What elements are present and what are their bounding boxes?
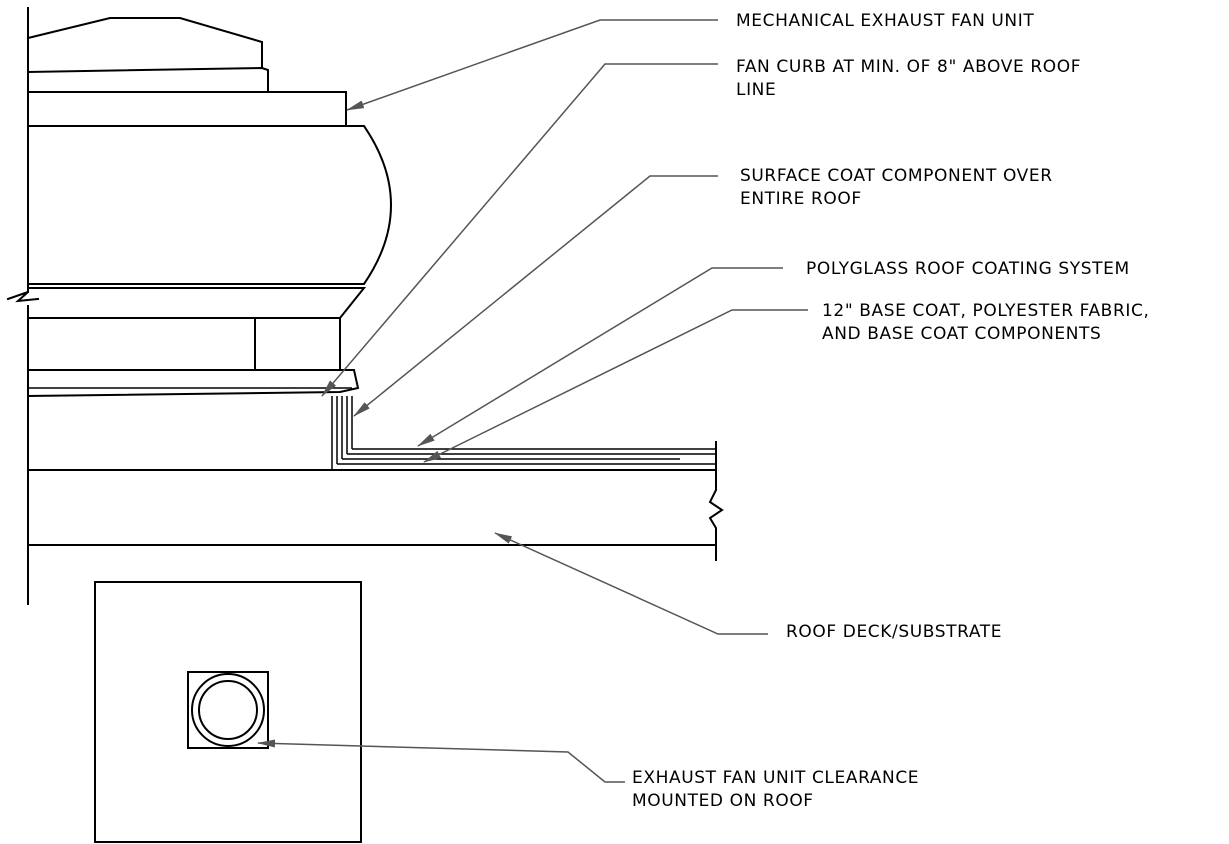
label-clearance-line2: MOUNTED ON ROOF <box>632 791 814 811</box>
fan-curb <box>26 317 360 398</box>
label-surface-coat-line2: ENTIRE ROOF <box>740 189 862 209</box>
label-base-coat-line2: AND BASE COAT COMPONENTS <box>822 324 1102 344</box>
label-base-coat-line1: 12" BASE COAT, POLYESTER FABRIC, <box>822 301 1150 321</box>
fan-body <box>27 125 392 319</box>
label-roof-deck: ROOF DECK/SUBSTRATE <box>786 622 1003 642</box>
fan-hood <box>26 17 347 127</box>
leader-lines <box>257 19 808 783</box>
label-surface-coat-line1: SURFACE COAT COMPONENT OVER <box>740 166 1053 186</box>
label-fan-unit: MECHANICAL EXHAUST FAN UNIT <box>736 11 1035 31</box>
plan-view <box>94 581 362 843</box>
roof-layers <box>27 395 724 561</box>
label-fan-curb-line2: LINE <box>736 80 777 100</box>
label-fan-curb-line1: FAN CURB AT MIN. OF 8" ABOVE ROOF <box>736 57 1082 77</box>
label-polyglass: POLYGLASS ROOF COATING SYSTEM <box>806 259 1130 279</box>
label-clearance-line1: EXHAUST FAN UNIT CLEARANCE <box>632 768 920 788</box>
left-wall-line <box>6 7 40 605</box>
